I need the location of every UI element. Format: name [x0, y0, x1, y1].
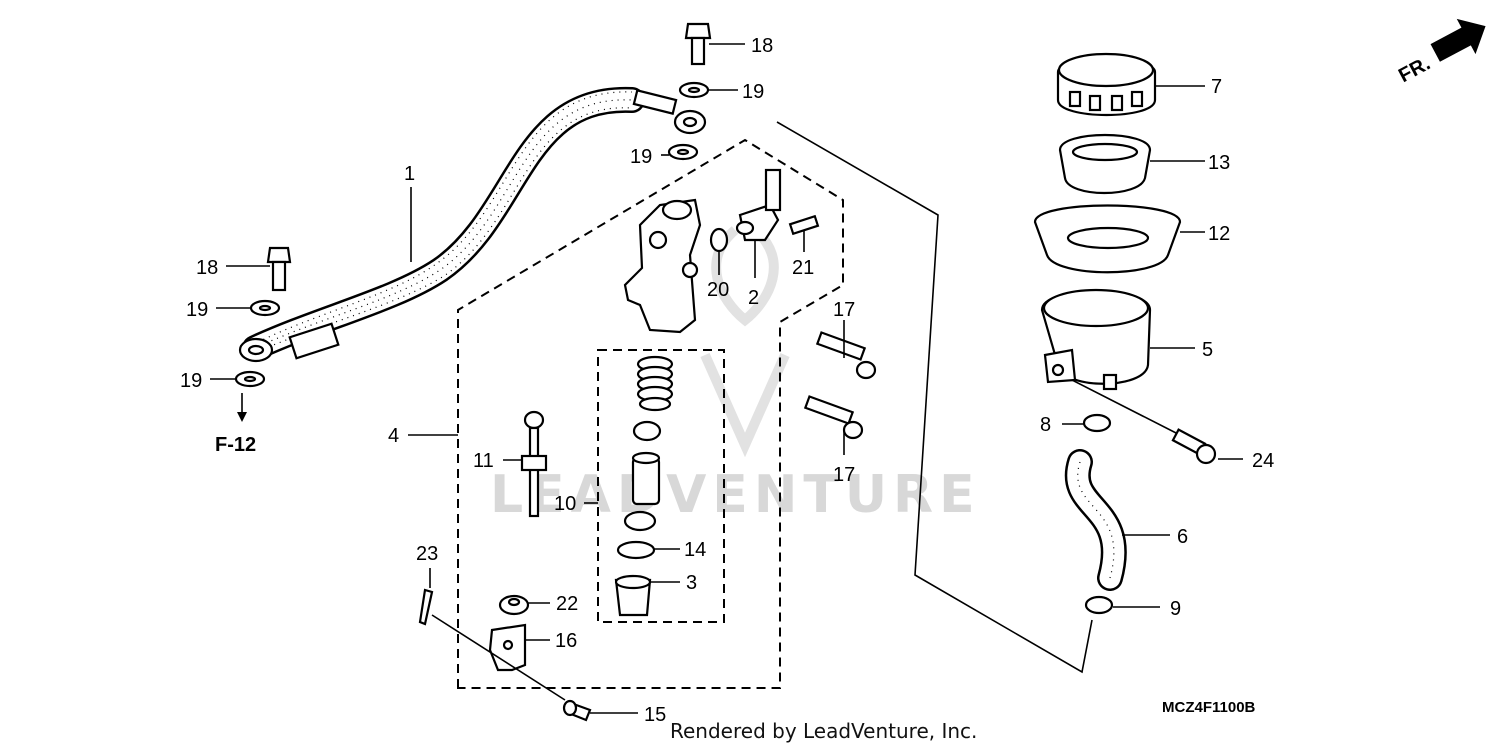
bolt-24-line	[1071, 379, 1181, 436]
callout-19-d: 19	[630, 146, 652, 168]
push-rod-11	[520, 410, 548, 518]
callout-3: 3	[686, 572, 697, 594]
reservoir-assembly-line	[776, 121, 1093, 674]
drawing-code: MCZ4F1100B	[1162, 699, 1256, 716]
watermark: LEADVENTURE	[490, 465, 981, 525]
callout-1: 1	[404, 163, 415, 185]
banjo-fitting-lower	[238, 337, 274, 363]
callout-19-a: 19	[186, 299, 208, 321]
screw-21	[788, 214, 820, 236]
leader-lines	[210, 43, 1243, 714]
hose-joint-2	[735, 168, 782, 242]
diaphragm-12	[1033, 204, 1182, 274]
cup-secondary	[623, 510, 657, 532]
callout-22: 22	[556, 593, 578, 615]
reservoir-hose-6	[1064, 449, 1127, 591]
clip-9	[1084, 595, 1114, 615]
callout-2: 2	[748, 287, 759, 309]
pin-line	[431, 614, 566, 701]
banjo-fitting-upper	[673, 109, 707, 135]
bolt-24	[1171, 428, 1217, 465]
o-ring-20	[709, 227, 729, 253]
callout-5: 5	[1202, 339, 1213, 361]
callout-18-top: 18	[751, 35, 773, 57]
washer-19-d	[667, 143, 699, 161]
bolt-18-left	[266, 246, 292, 292]
callout-14: 14	[684, 539, 706, 561]
reference-label: F-12	[215, 434, 256, 456]
spring	[636, 355, 674, 412]
render-credit: Rendered by LeadVenture, Inc.	[670, 719, 977, 743]
callout-17-bottom: 17	[833, 464, 855, 486]
callout-20: 20	[707, 279, 729, 301]
callout-8: 8	[1040, 414, 1051, 436]
callout-19-c: 19	[742, 81, 764, 103]
cotter-pin-23	[418, 588, 434, 626]
callout-4: 4	[388, 425, 399, 447]
watermark-logo	[700, 226, 790, 458]
front-label: FR.	[1395, 53, 1434, 88]
callout-18-left: 18	[196, 257, 218, 279]
callout-16: 16	[555, 630, 577, 652]
assembly-10-outline	[597, 349, 725, 623]
front-arrow-icon	[1430, 18, 1486, 62]
callout-6: 6	[1177, 526, 1188, 548]
callout-24: 24	[1252, 450, 1274, 472]
brake-hose	[242, 86, 678, 361]
washer-19-c	[678, 81, 710, 99]
callout-17-top: 17	[833, 299, 855, 321]
callout-19-b: 19	[180, 370, 202, 392]
nut-22	[498, 594, 530, 616]
clevis-16	[488, 623, 527, 672]
callout-15: 15	[644, 704, 666, 726]
cup-primary	[632, 420, 662, 442]
clip-8	[1082, 413, 1112, 433]
piston	[631, 451, 661, 506]
plate-13	[1058, 133, 1152, 194]
callout-7: 7	[1211, 76, 1222, 98]
callout-13: 13	[1208, 152, 1230, 174]
reservoir-5	[1040, 288, 1152, 391]
bolt-18-upper	[684, 22, 712, 66]
washer-19-a	[249, 299, 281, 317]
bolt-17-a	[815, 331, 877, 380]
callout-21: 21	[792, 257, 814, 279]
callout-11: 11	[473, 450, 494, 472]
washer-19-b	[234, 370, 266, 388]
reservoir-cap-7	[1056, 52, 1157, 117]
joint-pin-15	[562, 699, 592, 722]
callout-10: 10	[554, 493, 576, 515]
circlip-14	[616, 540, 656, 560]
bolt-17-b	[803, 395, 864, 440]
callout-23: 23	[416, 543, 438, 565]
master-cylinder-body	[623, 198, 702, 334]
callout-9: 9	[1170, 598, 1181, 620]
boot-3	[614, 574, 652, 617]
callout-12: 12	[1208, 223, 1230, 245]
